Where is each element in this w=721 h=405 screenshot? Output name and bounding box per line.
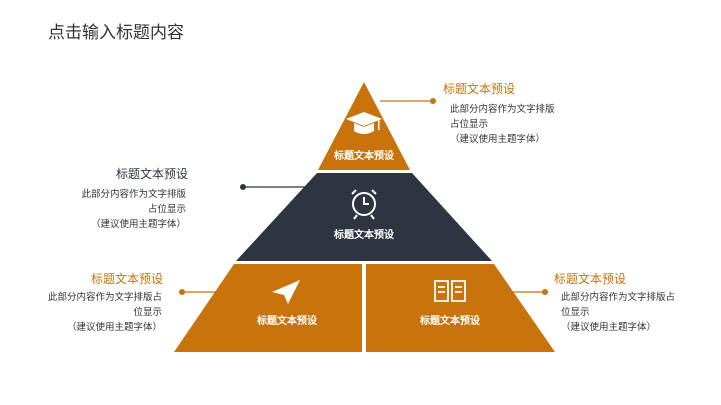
graduation-cap-icon xyxy=(346,112,382,134)
open-book-icon xyxy=(434,280,466,302)
callout-heading: 标题文本预设 xyxy=(554,272,627,286)
page-title: 点击输入标题内容 xyxy=(48,23,184,43)
pyramid-middle-tier xyxy=(236,173,492,261)
pyramid-bottom-right-tier xyxy=(366,264,555,352)
callout-line: 此部分内容作为文字排版占 xyxy=(47,292,162,303)
callout-heading: 标题文本预设 xyxy=(443,82,516,96)
pyramid-top-label: 标题文本预设 xyxy=(334,151,394,162)
pyramid-bottom-left-tier xyxy=(174,264,362,352)
callout-body: 此部分内容作为文字排版占 位显示 （建议使用主题字体） xyxy=(20,290,162,335)
callout-body: 此部分内容作为文字排版占 位显示 （建议使用主题字体） xyxy=(561,290,675,335)
callout-line: 此部分内容作为文字排版 xyxy=(450,104,555,115)
pyramid-bottom-left-label: 标题文本预设 xyxy=(257,316,317,327)
callout-line: 此部分内容作为文字排版占 xyxy=(561,292,676,303)
callout-line: 占位显示 xyxy=(450,119,489,130)
callout-line: 占位显示 xyxy=(147,204,186,215)
callout-line: （建议使用主题字体） xyxy=(66,322,162,333)
paper-plane-icon xyxy=(272,280,300,304)
callout-line: （建议使用主题字体） xyxy=(90,219,186,230)
pyramid-middle-label: 标题文本预设 xyxy=(334,230,394,241)
callout-body: 此部分内容作为文字排版 占位显示 （建议使用主题字体） xyxy=(40,187,186,232)
callout-heading: 标题文本预设 xyxy=(91,272,164,286)
callout-heading: 标题文本预设 xyxy=(116,167,189,181)
callout-line: （建议使用主题字体） xyxy=(450,134,546,145)
callout-line: 位显示 xyxy=(561,307,590,318)
callout-line: （建议使用主题字体） xyxy=(561,322,657,333)
pyramid-bottom-right-label: 标题文本预设 xyxy=(420,316,480,327)
callout-body: 此部分内容作为文字排版 占位显示 （建议使用主题字体） xyxy=(450,102,555,147)
callout-line: 位显示 xyxy=(133,307,162,318)
callout-line: 此部分内容作为文字排版 xyxy=(81,189,186,200)
alarm-clock-icon xyxy=(351,189,377,220)
